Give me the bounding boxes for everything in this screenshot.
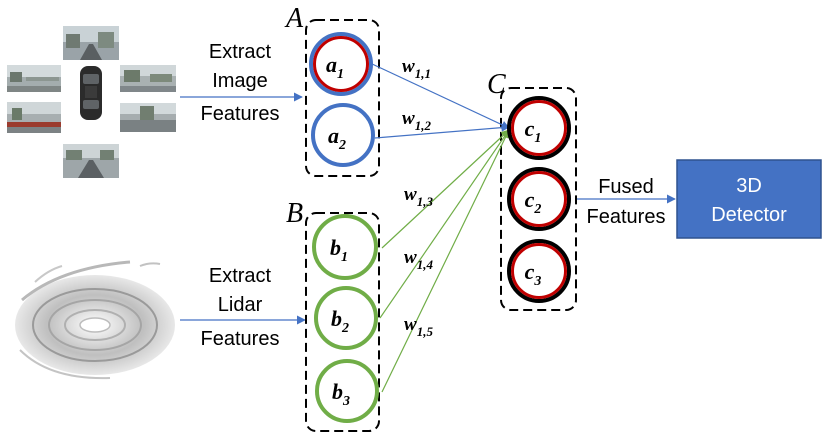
edge-b3-c1 bbox=[381, 129, 510, 393]
camera-images bbox=[7, 26, 176, 178]
node-b3 bbox=[315, 359, 379, 423]
node-c2-inner-ring bbox=[511, 171, 567, 227]
fused-label-line-2: Features bbox=[587, 206, 666, 228]
camera-back-right-image bbox=[120, 103, 176, 132]
lidar-point-cloud bbox=[15, 260, 175, 380]
detector-label-line-1: 3D bbox=[736, 175, 762, 197]
node-a1-inner-ring bbox=[313, 36, 369, 92]
edge-a1-c1 bbox=[369, 62, 510, 129]
group-a-box bbox=[305, 19, 380, 177]
group-c-box bbox=[500, 87, 577, 311]
fused-label-line-1: Fused bbox=[598, 176, 654, 198]
weight-label-w14: w1,4 bbox=[404, 247, 433, 272]
node-a2 bbox=[311, 103, 375, 167]
weight-label-w11: w1,1 bbox=[402, 56, 431, 81]
edge-b1-c1 bbox=[381, 129, 510, 249]
node-a2-label: a2 bbox=[328, 123, 346, 153]
extract-image-line-3: Features bbox=[201, 103, 280, 125]
group-a-label: A bbox=[284, 3, 304, 34]
edge-a2-c1 bbox=[374, 123, 510, 139]
node-a1 bbox=[309, 32, 373, 96]
detector-box bbox=[676, 159, 822, 239]
ego-car-icon bbox=[80, 66, 102, 120]
extract-lidar-label: Extract Lidar Features bbox=[201, 265, 280, 350]
node-c3 bbox=[507, 239, 571, 303]
node-a1-label: a1 bbox=[326, 52, 344, 82]
node-b2 bbox=[314, 286, 378, 350]
node-c3-label: c3 bbox=[525, 259, 542, 289]
node-c3-inner-ring bbox=[511, 243, 567, 299]
extract-lidar-line-2: Lidar bbox=[218, 294, 263, 316]
camera-front-left-image bbox=[7, 65, 61, 92]
node-c2-label: c2 bbox=[525, 187, 542, 217]
extract-lidar-line-1: Extract bbox=[209, 265, 272, 287]
camera-front-right-image bbox=[120, 65, 176, 92]
node-b1 bbox=[312, 214, 378, 280]
extract-image-line-1: Extract bbox=[209, 41, 272, 63]
detector-label-line-2: Detector bbox=[711, 204, 787, 226]
weight-edges bbox=[369, 62, 510, 393]
node-c1-label: c1 bbox=[525, 116, 542, 146]
extract-image-label: Extract Image Features bbox=[201, 41, 280, 125]
extract-image-line-2: Image bbox=[212, 70, 268, 92]
group-b-label: B bbox=[286, 198, 303, 229]
node-b2-label: b2 bbox=[331, 306, 349, 336]
node-b3-label: b3 bbox=[332, 379, 350, 409]
camera-back-left-image bbox=[7, 102, 61, 133]
node-c1-inner-ring bbox=[511, 100, 567, 156]
group-c-label: C bbox=[487, 69, 506, 100]
node-c1 bbox=[507, 96, 571, 160]
weight-label-w15: w1,5 bbox=[404, 314, 433, 339]
edge-b2-c1 bbox=[379, 129, 510, 319]
weight-label-w12: w1,2 bbox=[402, 108, 431, 133]
weight-label-w13: w1,3 bbox=[404, 184, 433, 209]
camera-back-image bbox=[63, 144, 119, 178]
camera-front-image bbox=[63, 26, 119, 60]
group-b-box bbox=[305, 212, 380, 432]
extract-lidar-line-3: Features bbox=[201, 328, 280, 350]
node-b1-label: b1 bbox=[330, 235, 348, 265]
node-c2 bbox=[507, 167, 571, 231]
